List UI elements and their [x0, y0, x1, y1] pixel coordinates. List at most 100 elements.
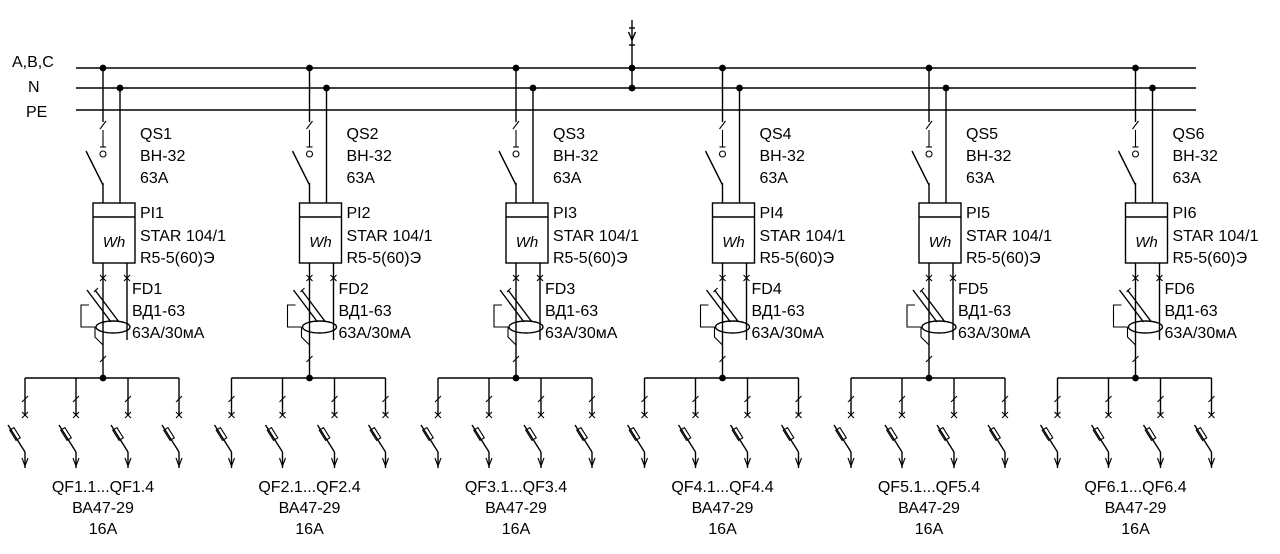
- breaker-cross-b: [434, 411, 442, 419]
- breaker-blade-icon: [626, 424, 646, 453]
- qs-contact-icon: [718, 150, 727, 158]
- sub-bus-junction-dot: [719, 374, 726, 382]
- breakers-model-label: ВА47-29: [485, 500, 547, 517]
- rcd-toroid-icon: [301, 320, 338, 334]
- switch-id-label: QS1: [140, 126, 172, 143]
- breaker-release-icon: [318, 426, 331, 442]
- breaker-release-icon: [731, 426, 744, 442]
- qs-blade-icon: [85, 150, 104, 186]
- breaker-cross-b: [1208, 411, 1215, 419]
- breaker-arrow-icon: [278, 457, 287, 468]
- meter-model-label: STAR 104/1: [140, 228, 226, 245]
- breaker-cross-b: [744, 411, 751, 419]
- breaker-tick: [847, 395, 855, 403]
- qs-mark-slash: [925, 120, 933, 130]
- breaker-3: [729, 378, 752, 468]
- qs-contact-icon: [925, 150, 933, 158]
- breaker-release-icon: [1144, 426, 1157, 442]
- qs-mark-slash: [99, 120, 107, 130]
- breakers-id-label: QF5.1...QF5.4: [878, 479, 980, 496]
- rcd-test-link: [1126, 327, 1136, 346]
- meter-id-label: PI2: [347, 205, 371, 222]
- breaker-cross-b: [1105, 411, 1112, 419]
- qs-mark-slash: [1132, 120, 1139, 130]
- rcd-rating-label: 63А/30мА: [545, 325, 618, 342]
- breaker-cross-b: [795, 411, 802, 419]
- rcd-out-tick: [925, 355, 933, 363]
- breaker-cross-b: [1001, 411, 1009, 419]
- breaker-release-icon: [369, 426, 382, 442]
- rcd-blade-1: [1118, 289, 1145, 323]
- breaker-arrow-icon: [1207, 457, 1216, 468]
- breaker-blade-icon: [264, 424, 284, 453]
- breaker-release-icon: [679, 426, 692, 442]
- breaker-2: [264, 378, 287, 468]
- breaker-2: [884, 378, 906, 468]
- rcd-blade-tick: [919, 287, 925, 293]
- breakers-model-label: ВА47-29: [72, 500, 134, 517]
- breakers-rating-label: 16А: [915, 521, 944, 538]
- breaker-4: [367, 378, 390, 468]
- rcd-test-link: [920, 327, 930, 346]
- breaker-release-icon: [988, 426, 1002, 442]
- incoming-feed: [627, 20, 637, 92]
- breaker-cross-b: [588, 411, 596, 419]
- breaker-tick: [331, 395, 338, 403]
- breaker-cross-b: [382, 411, 389, 419]
- rcd-id-label: FD5: [958, 281, 988, 298]
- sub-bus-junction-dot: [925, 374, 933, 382]
- meter-model-label: STAR 104/1: [553, 228, 639, 245]
- breaker-arrow-icon: [537, 457, 545, 468]
- rcd-id-label: FD1: [132, 281, 162, 298]
- meter-model-label: STAR 104/1: [760, 228, 846, 245]
- meter-rating-label: R5-5(60)Э: [760, 250, 835, 267]
- switch-model-label: ВН-32: [347, 148, 392, 165]
- breaker-tick: [434, 395, 442, 403]
- rcd-trip-link: [493, 304, 508, 328]
- breakers-rating-label: 16А: [502, 521, 531, 538]
- breaker-release-icon: [1195, 426, 1208, 442]
- breaker-tick: [537, 395, 545, 403]
- switch-rating-label: 63А: [1173, 170, 1202, 187]
- meter-cross-b: [306, 274, 313, 282]
- qs-contact-icon: [305, 150, 314, 158]
- breaker-4: [987, 378, 1009, 468]
- breaker-tick: [744, 395, 751, 403]
- rcd-blade-tick: [713, 287, 718, 293]
- breaker-4: [161, 378, 183, 468]
- meter-cross-d: [949, 274, 957, 282]
- rcd-id-label: FD3: [545, 281, 575, 298]
- breaker-1: [420, 378, 442, 468]
- breaker-1: [1039, 378, 1062, 468]
- breakers-id-label: QF1.1...QF1.4: [52, 479, 154, 496]
- rcd-blade-1: [499, 289, 525, 323]
- breaker-blade-icon: [1039, 424, 1059, 453]
- breaker-arrow-icon: [898, 457, 906, 468]
- breaker-3: [523, 378, 545, 468]
- breaker-arrow-icon: [847, 457, 855, 468]
- meter-box: [92, 202, 136, 264]
- meter-id-label: PI1: [140, 205, 164, 222]
- meter-cross-d: [123, 274, 131, 282]
- qs-blade-icon: [1117, 150, 1137, 186]
- qs-mark-slash: [306, 120, 313, 130]
- switch-rating-label: 63А: [966, 170, 995, 187]
- breaker-blade-icon: [574, 424, 593, 453]
- breaker-tick: [1105, 395, 1112, 403]
- rcd-out-tick: [719, 355, 726, 363]
- rcd-blade-tick: [93, 287, 99, 293]
- breaker-tick: [1054, 395, 1061, 403]
- breaker-release-icon: [1041, 426, 1054, 442]
- breakers-id-label: QF3.1...QF3.4: [465, 479, 567, 496]
- switch-id-label: QS2: [347, 126, 379, 143]
- meter-model-label: STAR 104/1: [1173, 228, 1259, 245]
- breakers-model-label: ВА47-29: [898, 500, 960, 517]
- meter-wh-symbol: Wh: [1135, 234, 1158, 251]
- breaker-blade-icon: [367, 424, 387, 453]
- breaker-release-icon: [885, 426, 899, 442]
- meter-cross-b: [99, 274, 107, 282]
- rcd-id-label: FD6: [1165, 281, 1195, 298]
- breaker-arrow-icon: [794, 457, 803, 468]
